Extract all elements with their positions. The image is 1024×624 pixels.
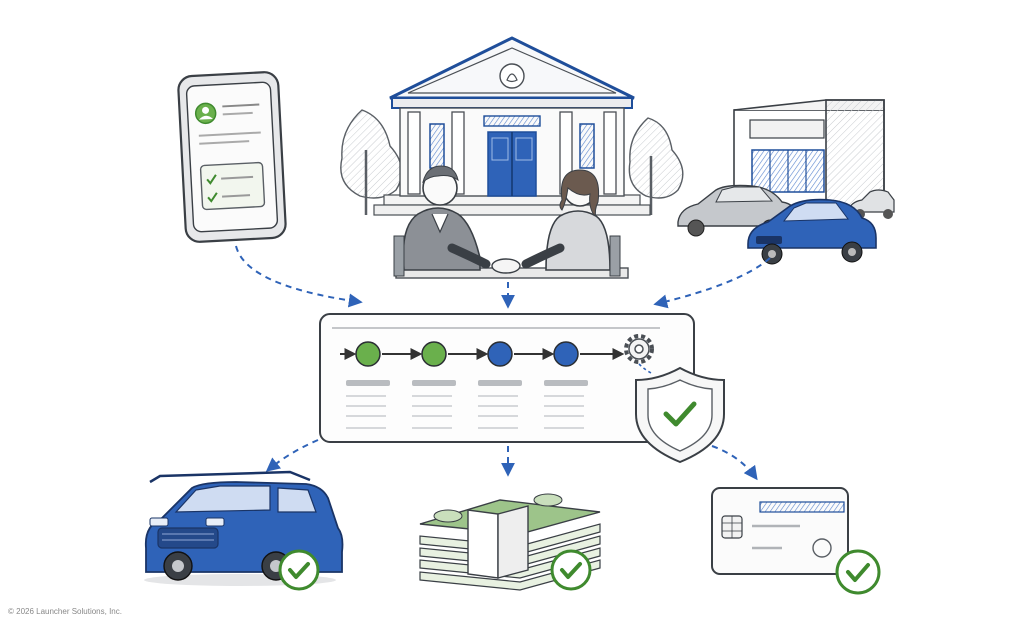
arrow-workflow-to-car bbox=[265, 439, 319, 472]
copyright-notice: © 2026 Launcher Solutions, Inc. bbox=[8, 607, 122, 616]
workflow-step-3-active bbox=[487, 341, 513, 367]
smartphone-application-icon bbox=[177, 71, 287, 243]
outgoing-flow-arrows bbox=[265, 439, 758, 481]
arrow-workflow-to-card bbox=[711, 445, 758, 481]
tree-left bbox=[340, 109, 403, 215]
check-badge-icon bbox=[550, 549, 592, 591]
handshake-meeting-icon bbox=[393, 165, 629, 279]
arrow-phone-to-workflow bbox=[235, 245, 363, 308]
suv-car-icon bbox=[144, 470, 344, 586]
workflow-step-2-complete bbox=[421, 341, 447, 367]
gear-icon bbox=[624, 334, 654, 364]
cash-stack-icon bbox=[419, 493, 601, 591]
approval-workflow-panel bbox=[319, 313, 695, 443]
check-badge-icon bbox=[835, 549, 881, 595]
workflow-step-label-bar bbox=[412, 380, 456, 386]
workflow-steps bbox=[340, 341, 625, 429]
workflow-step-1-complete bbox=[355, 341, 381, 367]
shield-check-icon bbox=[635, 366, 725, 464]
workflow-step-4-active bbox=[553, 341, 579, 367]
arrow-dealership-to-workflow bbox=[653, 257, 771, 309]
tree-right bbox=[628, 117, 684, 215]
workflow-step-label-bar bbox=[544, 380, 588, 386]
incoming-flow-arrows bbox=[235, 245, 771, 309]
car-dealership-icon bbox=[677, 99, 895, 265]
sedan-blue bbox=[747, 198, 877, 265]
workflow-step-label-bar bbox=[346, 380, 390, 386]
bank-building-icon bbox=[340, 36, 684, 216]
workflow-step-label-bar bbox=[478, 380, 522, 386]
credit-card-icon bbox=[711, 487, 849, 575]
check-badge-icon bbox=[278, 549, 320, 591]
